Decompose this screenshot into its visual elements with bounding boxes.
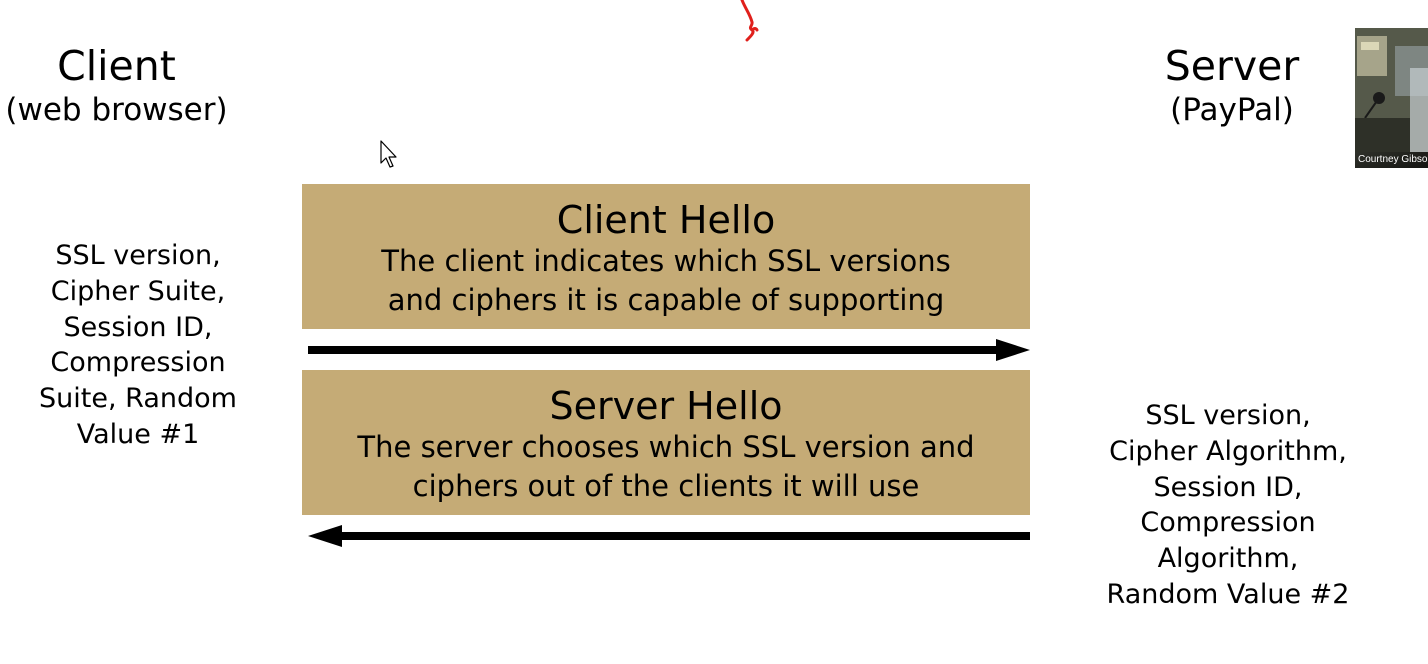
server-hello-box: Server Hello The server chooses which SS… <box>302 370 1030 515</box>
server-param-line: Session ID, <box>1153 471 1303 503</box>
client-subtitle: (web browser) <box>5 92 228 128</box>
client-param-line: Compression <box>50 347 226 379</box>
client-param-line: Suite, Random <box>39 383 237 415</box>
server-hello-desc-line: ciphers out of the clients it will use <box>412 469 920 503</box>
server-param-line: Algorithm, <box>1157 543 1299 575</box>
webcam-image <box>1355 28 1428 152</box>
client-hello-desc-line: The client indicates which SSL versions <box>381 244 951 278</box>
red-ink-annotation <box>740 0 759 42</box>
client-hello-desc-line: and ciphers it is capable of supporting <box>387 283 945 317</box>
arrow-server-to-client <box>308 525 1030 547</box>
server-param-line: Random Value #2 <box>1106 578 1350 610</box>
arrow-client-to-server <box>308 339 1030 361</box>
client-param-line: Value #1 <box>76 418 200 450</box>
client-param-line: Session ID, <box>63 311 213 343</box>
server-param-line: Compression <box>1140 507 1316 539</box>
server-hello-description: The server chooses which SSL version and… <box>302 428 1030 506</box>
client-params-list: SSL version, Cipher Suite, Session ID, C… <box>10 238 266 453</box>
mouse-cursor-icon <box>380 140 397 168</box>
client-hello-title: Client Hello <box>556 198 776 242</box>
client-param-line: Cipher Suite, <box>50 275 226 307</box>
participant-name-label: Courtney Gibson <box>1355 152 1428 168</box>
client-hello-box: Client Hello The client indicates which … <box>302 184 1030 329</box>
server-param-line: SSL version, <box>1145 400 1311 431</box>
client-param-line: SSL version, <box>55 240 221 271</box>
server-params-list: SSL version, Cipher Algorithm, Session I… <box>1080 398 1376 613</box>
participant-video-thumbnail[interactable]: Courtney Gibson <box>1355 28 1428 168</box>
server-hello-desc-line: The server chooses which SSL version and <box>357 430 975 464</box>
server-hello-title: Server Hello <box>549 384 783 428</box>
server-subtitle: (PayPal) <box>1170 92 1294 128</box>
server-title: Server <box>1164 42 1300 90</box>
server-param-line: Cipher Algorithm, <box>1109 435 1347 467</box>
client-hello-description: The client indicates which SSL versions … <box>302 242 1030 320</box>
client-title: Client <box>57 42 176 90</box>
